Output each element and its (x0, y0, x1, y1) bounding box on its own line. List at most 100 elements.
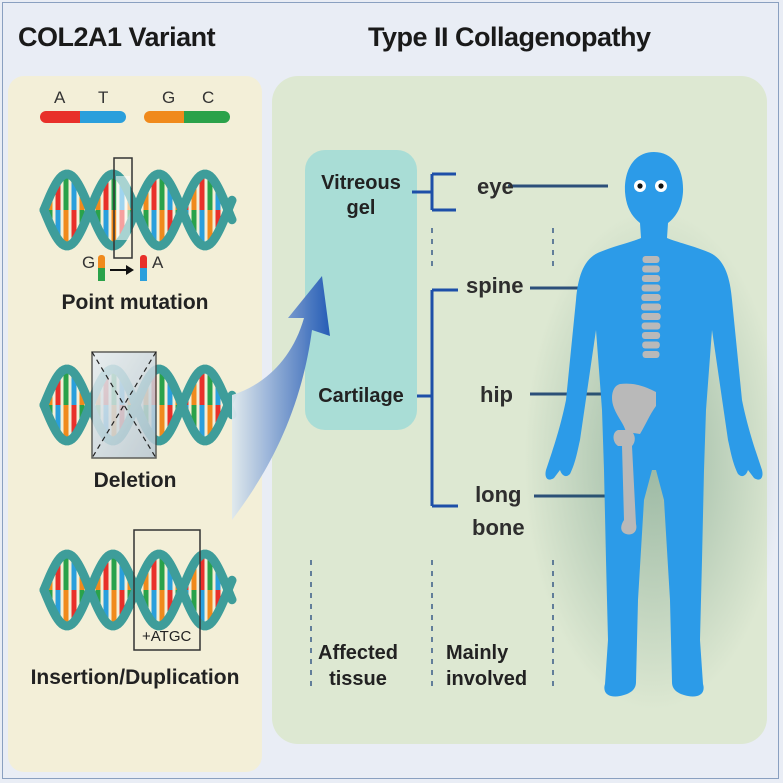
base-pair-rung (191, 210, 197, 237)
mutation-to-label: A (152, 253, 164, 272)
base-pair-rung (215, 567, 221, 590)
base-a-bar (40, 111, 86, 123)
mutation-from-label: G (82, 253, 96, 272)
base-pair-rung (167, 563, 173, 590)
spine-icon (641, 256, 661, 358)
base-pair-rung (215, 210, 221, 233)
dna-helix-point (39, 169, 237, 251)
base-pair-rung (191, 378, 197, 405)
insert-sequence-label: +ATGC (142, 628, 192, 645)
vertebra (641, 294, 661, 301)
base-pair-rung (71, 178, 77, 210)
base-pair-rung (207, 590, 213, 624)
body-silhouette (545, 152, 763, 697)
mutation-highlight (116, 176, 130, 240)
deletion-label: Deletion (93, 469, 177, 492)
femur-icon (613, 430, 637, 535)
human-body-figure (524, 152, 783, 710)
deletion-cross-b (91, 351, 157, 459)
base-pair-rung (191, 405, 197, 432)
base-pair-rung (55, 375, 61, 405)
base-pair-rung (63, 590, 69, 626)
base-pair-rung (167, 405, 173, 432)
vitreous-bracket (412, 172, 456, 212)
base-pair-rung (151, 556, 157, 590)
base-pair-rung (215, 382, 221, 405)
insertion-label: Insertion/Duplication (30, 666, 240, 689)
helix-strand (39, 169, 237, 251)
base-pair-rung (159, 405, 165, 441)
vertebra (641, 332, 661, 339)
base-pair-rung (159, 554, 165, 590)
base-pair-rung (143, 210, 149, 233)
eye-label: eye (477, 174, 514, 199)
base-pair-rung (167, 378, 173, 405)
base-pair-rung (215, 590, 221, 613)
base-pair-rung (207, 405, 213, 439)
base-pair-rung (199, 405, 205, 441)
vertebra (642, 341, 660, 349)
vertebra (641, 303, 661, 311)
base-pair-rung (63, 174, 69, 210)
base-pair-rung (111, 554, 117, 590)
base-pair-rung (167, 590, 173, 617)
base-pair-rung (143, 567, 149, 590)
base-pair-rung (55, 210, 61, 240)
base-t-label: T (98, 88, 109, 107)
base-pair-rung (151, 590, 157, 624)
base-pair-rung (215, 405, 221, 428)
mutation-arrow-head (126, 265, 134, 275)
base-pair-rung (103, 558, 109, 590)
insertion-box (133, 529, 201, 651)
vertebra (641, 313, 661, 320)
base-pair-rung (103, 590, 109, 622)
base-pair-rung (159, 174, 165, 210)
base-pair-rung (71, 405, 77, 437)
vertebra (641, 322, 661, 330)
vertebra (641, 284, 661, 292)
base-pair-rung (167, 183, 173, 210)
base-pair-rung (103, 178, 109, 210)
base-pair-rung (143, 590, 149, 613)
hip-label: hip (480, 382, 513, 407)
long-bone-label: long bone (472, 482, 525, 540)
base-pair-rung (55, 560, 61, 590)
base-a-label: A (54, 88, 66, 107)
vertebra (642, 256, 660, 263)
pelvis-icon (612, 383, 656, 434)
base-pair-rung (151, 176, 157, 210)
base-pair-rung (207, 371, 213, 405)
base-pair-rung (207, 210, 213, 244)
base-pair-rung (199, 590, 205, 626)
tissue-brackets (412, 172, 458, 508)
base-pair-rung (55, 180, 61, 210)
base-pair-rung (191, 563, 197, 590)
base-pair-rung (191, 590, 197, 617)
base-pair-rung (63, 405, 69, 441)
base-pair-rung (159, 369, 165, 405)
base-pair-rung (55, 405, 61, 435)
vertebra (642, 265, 660, 273)
affected-tissue-label: Affected tissue (318, 642, 399, 690)
base-pair-rung (63, 554, 69, 590)
base-pair-rung (119, 590, 125, 620)
base-pair-rung (71, 590, 77, 622)
g-base-before-pair (98, 268, 105, 281)
base-pair-rung (199, 174, 205, 210)
cartilage-bracket (417, 288, 458, 508)
base-pair-rung (191, 183, 197, 210)
dna-helix-insertion (39, 549, 237, 631)
mutation-window (113, 157, 133, 259)
base-pair-rung (215, 187, 221, 210)
vertebra (641, 275, 661, 282)
mainly-involved-label: Mainly involved (446, 642, 528, 690)
base-pair-rung (151, 210, 157, 244)
base-pair-rung (103, 210, 109, 242)
base-pair-rung (71, 373, 77, 405)
base-pair-legend (40, 111, 230, 123)
base-pair-rung (63, 369, 69, 405)
base-pair-rung (159, 210, 165, 246)
column-guides (310, 228, 554, 690)
flow-arrow (232, 262, 330, 520)
vitreous-gel-label: Vitreous gel (321, 172, 401, 219)
